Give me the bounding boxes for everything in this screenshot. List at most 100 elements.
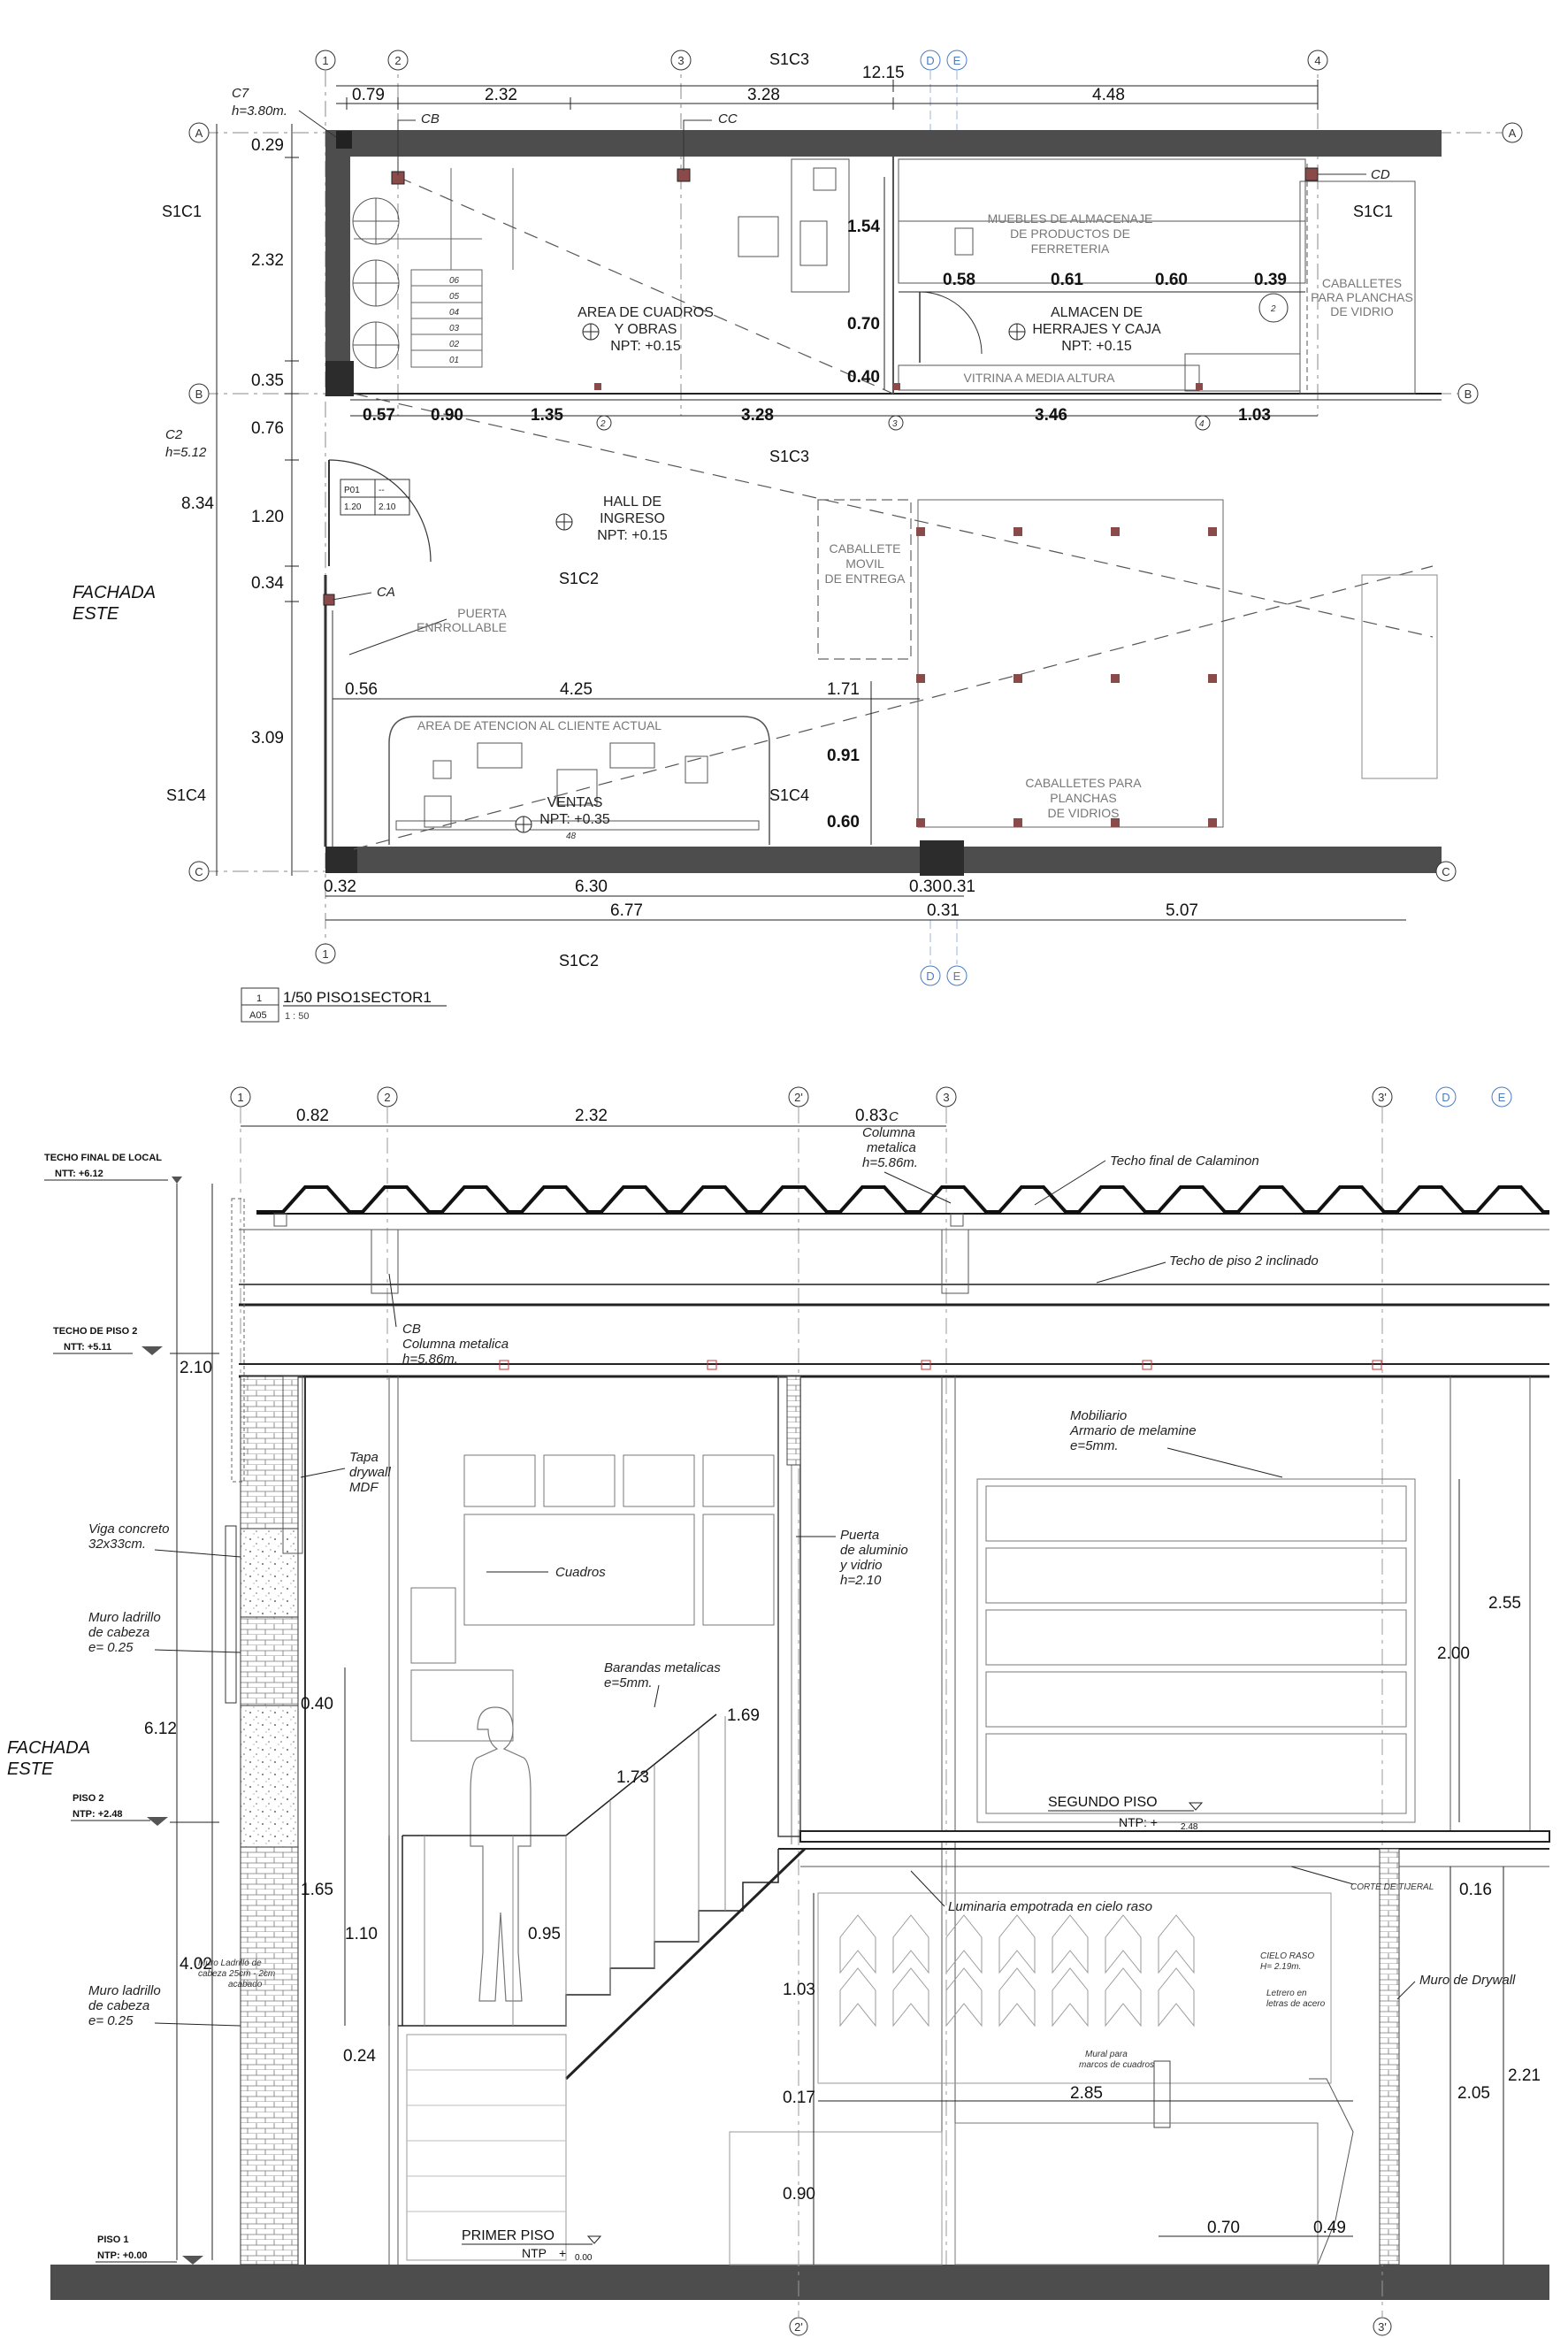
grid-bubble: 3: [943, 1091, 949, 1104]
dim-section: 2.85: [1070, 2084, 1103, 2103]
grid-bubble-4: 4: [1314, 54, 1320, 67]
primer-piso-label: PRIMER PISO NTP + 0.00: [462, 2228, 602, 2263]
north-wall: [325, 130, 1442, 157]
dim-section: 2.55: [1488, 1594, 1521, 1613]
note-text: Barandas metalicas: [604, 1660, 721, 1675]
grid-bubble-e-bottom: E: [953, 970, 961, 983]
grid-bubble-3: 3: [677, 54, 684, 67]
level-markers: TECHO FINAL DE LOCAL NTT: +6.12 TECHO DE…: [44, 1153, 203, 2265]
door-height: 2.10: [379, 502, 396, 512]
stair-step-labels: 06 05 04 03 02 01: [449, 276, 460, 365]
room-cuadros: AREA DE CUADROS Y OBRAS NPT: +0.15: [577, 305, 714, 354]
room-hall: HALL DE INGRESO NPT: +0.15: [555, 494, 668, 543]
grid-row-c: C: [195, 865, 203, 878]
counter-equipment: [395, 742, 760, 831]
melamine-cabinet: [976, 1478, 1416, 1823]
dim-section-left: 6.12: [144, 1720, 177, 1738]
dim-bottom: 0.32: [324, 878, 356, 896]
floor-level-value: 2.48: [1181, 1822, 1198, 1832]
dim-section: 1.65: [301, 1881, 333, 1899]
section-leaders: [154, 1160, 1416, 2027]
dim-section: 1.73: [616, 1768, 649, 1787]
grid-bubble: 1: [237, 1091, 243, 1104]
room-name: ALMACEN DE: [1051, 305, 1143, 320]
dim-row-b: 1.03: [1238, 406, 1271, 425]
leader-lines: [298, 110, 1366, 655]
top-dimension-lines: [336, 80, 1319, 110]
note-text: CIELO RASO: [1260, 1951, 1314, 1961]
furniture-label: DE VIDRIO: [1330, 304, 1394, 318]
dim-inner: 0.61: [1051, 271, 1083, 289]
dim-left: 0.29: [251, 136, 284, 155]
dim-section: 0.40: [301, 1695, 333, 1713]
grid-bubble-d-bottom: D: [926, 970, 934, 983]
dim-inner: 0.40: [847, 368, 880, 387]
note-text: Muro de Drywall: [1419, 1973, 1516, 1988]
note-text: cabeza 25cm - 2cm: [198, 1969, 275, 1979]
dim-inner: 0.60: [827, 813, 860, 832]
section-tag: S1C2: [559, 952, 599, 970]
dim-hall: 0.56: [345, 680, 378, 699]
grid-bubble: 2': [794, 1091, 803, 1104]
title-scale: 1 : 50: [285, 1011, 310, 1022]
step-label: 03: [449, 324, 460, 333]
dim-left: 0.76: [251, 419, 284, 438]
note-text: Viga concreto: [88, 1522, 169, 1537]
door-schedule: P01 -- 1.20 2.10: [340, 479, 410, 516]
grid-bubble-bottom: 3': [1378, 2320, 1387, 2334]
note-text: e= 0.25: [88, 2013, 134, 2028]
column-tag: CC: [718, 111, 738, 126]
room-name: VENTAS: [547, 795, 603, 810]
furniture-label: CABALLETES PARA: [1025, 776, 1142, 790]
west-wall: [325, 130, 350, 387]
dim-row-b: 3.46: [1035, 406, 1067, 425]
note-text: Armario de melamine: [1069, 1423, 1197, 1438]
room-name: HALL DE: [603, 494, 662, 510]
step-label: 02: [449, 340, 460, 349]
grid-row-b-right: B: [1465, 387, 1472, 401]
section-tag: S1C1: [1353, 203, 1393, 220]
inner-dim-lines: [870, 177, 1305, 845]
column-tag: C7: [232, 86, 249, 101]
section-grid-lines: [240, 1108, 1383, 2318]
room-level: NPT: +0.35: [539, 812, 610, 827]
dim-section: 0.24: [343, 2047, 376, 2066]
atencion-label: AREA DE ATENCION AL CLIENTE ACTUAL: [417, 718, 662, 732]
mural-frames: [817, 1892, 1332, 2084]
concrete-beam-2: [240, 1705, 299, 1848]
room-level: NPT: +0.15: [1061, 339, 1132, 354]
section-dim-lines: [344, 1479, 1504, 2265]
column-south: [920, 840, 964, 876]
dim-hall: 4.25: [560, 680, 593, 699]
note-text: Techo final de Calaminon: [1110, 1154, 1259, 1169]
note-text: drywall: [349, 1465, 391, 1480]
grid-row-b: B: [195, 387, 203, 401]
note-text: MDF: [349, 1480, 379, 1495]
dim-row-b: 0.90: [431, 406, 463, 425]
floor-name: PRIMER PISO: [462, 2228, 555, 2243]
dim-inner: 0.58: [943, 271, 975, 289]
grid-bubble: 2: [384, 1091, 390, 1104]
dim-inner: 0.91: [827, 747, 860, 765]
dim-top: 0.79: [352, 86, 385, 104]
title-number: 1: [256, 993, 262, 1004]
note-text: Puerta: [840, 1528, 879, 1543]
grid-row-c-right: C: [1442, 865, 1449, 878]
door-code: P01: [344, 486, 360, 495]
room-almacen: ALMACEN DE HERRAJES Y CAJA NPT: +0.15: [1008, 305, 1161, 354]
level-name: PISO 1: [97, 2235, 128, 2245]
furniture-label: DE PRODUCTOS DE: [1010, 226, 1130, 241]
note-text: Letrero en: [1266, 1989, 1307, 1998]
floor-plan: 06 05 04 03 02 01: [73, 50, 1523, 1023]
grid-row-a: A: [195, 126, 203, 140]
floor-level-value: 0.00: [575, 2253, 593, 2263]
facade-label: ESTE: [7, 1759, 54, 1779]
note-text: H= 2.19m.: [1260, 1962, 1301, 1972]
grid-bubble-1: 1: [322, 54, 328, 67]
room-name: HERRAJES Y CAJA: [1032, 322, 1161, 337]
concrete-beam: [240, 1528, 299, 1618]
door-label: PUERTA: [457, 606, 507, 620]
room-ventas: VENTAS NPT: +0.35 48: [515, 795, 610, 841]
grid-c-label: C: [889, 1109, 899, 1124]
sales-counter: [388, 716, 770, 845]
